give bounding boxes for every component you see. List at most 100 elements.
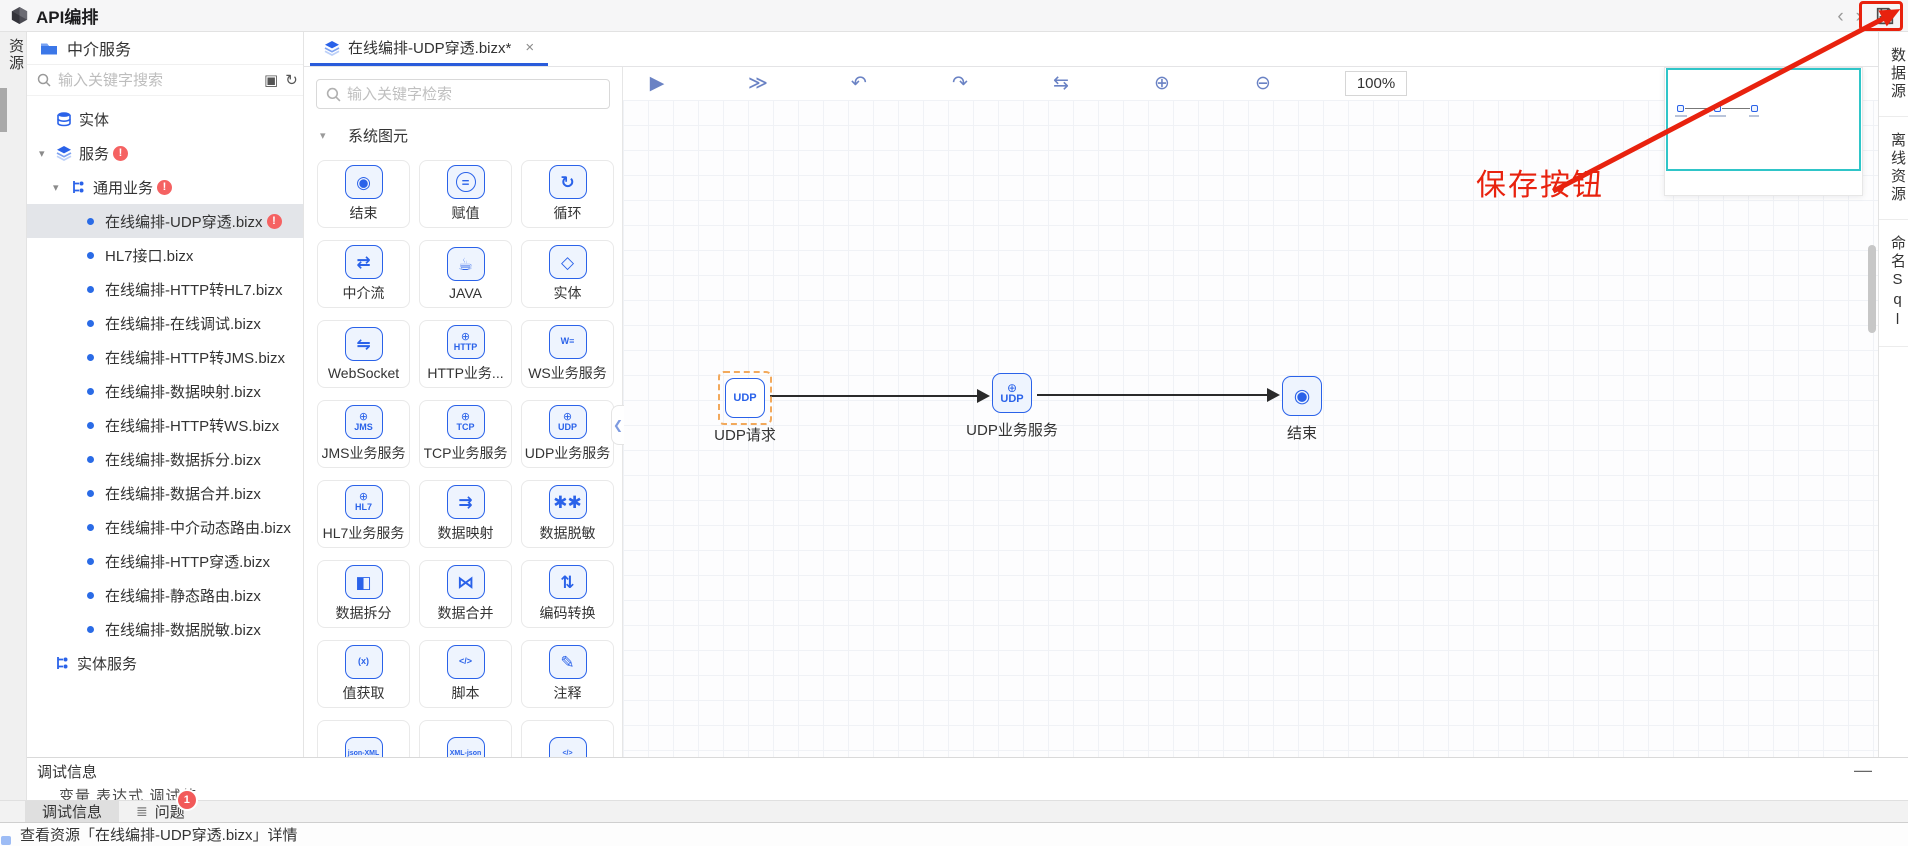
search-icon xyxy=(37,73,51,87)
end-icon[interactable]: ◉ xyxy=(1282,376,1322,416)
palette-item-end[interactable]: ◉结束 xyxy=(317,160,410,228)
udp-service-icon: ⊕UDP xyxy=(548,405,587,439)
icon-glyph: ◉ xyxy=(1293,385,1311,407)
tree-item[interactable]: 在线编排-在线调试.bizx xyxy=(27,306,303,340)
tree-item[interactable]: 在线编排-静态路由.bizx xyxy=(27,578,303,612)
redo-icon[interactable]: ↷ xyxy=(952,73,968,94)
palette-section-header[interactable]: ▾ 系统图元 xyxy=(320,125,622,146)
palette-item-ws-service[interactable]: W≡WS业务服务 xyxy=(521,320,614,388)
tree-item[interactable]: 在线编排-HTTP转WS.bizx xyxy=(27,408,303,442)
file-bullet-icon xyxy=(87,319,94,327)
icon-glyph: ◉ xyxy=(356,172,371,192)
refresh-icon[interactable]: ↻ xyxy=(285,71,298,89)
zoom-level[interactable]: 100% xyxy=(1345,71,1407,96)
tree-item[interactable]: 实体 xyxy=(27,102,303,136)
palette-item-websocket[interactable]: ⇋ WebSocket xyxy=(317,320,410,388)
bottom-tab-调试信息[interactable]: 调试信息 xyxy=(25,801,120,822)
tree-item[interactable]: ▾通用业务! xyxy=(27,170,303,204)
right-rail: 数据源离线资源命名Sql xyxy=(1878,32,1908,800)
palette-item-mediator-flow[interactable]: ⇄中介流 xyxy=(317,240,410,308)
debug-step-icon[interactable]: ≫ xyxy=(748,73,768,94)
palette-item-data-split[interactable]: ◧数据拆分 xyxy=(317,560,410,628)
minimap[interactable] xyxy=(1664,67,1863,196)
canvas-vertical-scrollbar[interactable] xyxy=(1868,245,1876,333)
palette-collapse-handle[interactable]: ❮ xyxy=(611,405,624,445)
palette-item-data-masking[interactable]: ✱✱数据脱敏 xyxy=(521,480,614,548)
zoom-in-icon[interactable]: ⊕ xyxy=(1154,73,1170,94)
palette-item-label: 实体 xyxy=(553,285,582,301)
palette-item-label: 脚本 xyxy=(451,685,480,701)
node-label: UDP请求 xyxy=(714,427,776,444)
palette-search-input[interactable] xyxy=(347,85,609,103)
import-icon[interactable]: ▣ xyxy=(264,71,279,89)
palette-item-value-get[interactable]: (x)值获取 xyxy=(317,640,410,708)
palette-item-script[interactable]: </>脚本 xyxy=(419,640,512,708)
palette-item-data-mapping[interactable]: ⇉数据映射 xyxy=(419,480,512,548)
branch-icon xyxy=(69,179,87,195)
tree-item[interactable]: ▾服务! xyxy=(27,136,303,170)
undo-icon[interactable]: ↶ xyxy=(851,73,867,94)
palette-item-entity[interactable]: ◇ 实体 xyxy=(521,240,614,308)
udp-request-icon[interactable]: UDP xyxy=(725,378,765,418)
debug-clipped-row: 变量 表达式 调试值 xyxy=(59,788,198,800)
tree-item[interactable]: 在线编排-HTTP转JMS.bizx xyxy=(27,340,303,374)
save-button[interactable] xyxy=(1874,5,1896,27)
count-badge: 1 xyxy=(177,791,196,809)
debug-run-icon[interactable]: ▶ xyxy=(649,73,665,94)
sync-icon[interactable]: ⇆ xyxy=(1053,73,1069,94)
palette-item-assign[interactable]: =赋值 xyxy=(419,160,512,228)
palette-item-label: 值获取 xyxy=(342,685,385,701)
palette-item-json-to-xml[interactable]: json-XML xyxy=(317,720,410,757)
websocket-icon: ⇋ xyxy=(344,327,383,361)
chevron-left-icon[interactable]: ‹ xyxy=(1837,5,1844,27)
rail-tab-resources[interactable]: 资源 xyxy=(7,38,24,72)
palette-item-data-merge[interactable]: ⋈数据合并 xyxy=(419,560,512,628)
palette-item-code[interactable]: </> xyxy=(521,720,614,757)
tree-item[interactable]: 在线编排-数据映射.bizx xyxy=(27,374,303,408)
rail-scroll-indicator xyxy=(0,88,7,132)
palette-item-comment[interactable]: ✎注释 xyxy=(521,640,614,708)
icon-text: json-XML xyxy=(347,750,380,757)
status-text: 查看资源「在线编排-UDP穿透.bizx」详情 xyxy=(20,827,298,844)
palette-item-loop[interactable]: ↻循环 xyxy=(521,160,614,228)
tree-item[interactable]: 在线编排-数据合并.bizx xyxy=(27,476,303,510)
editor-tab-active[interactable]: 在线编排-UDP穿透.bizx* × xyxy=(310,32,549,66)
chevron-right-icon[interactable]: › xyxy=(1855,5,1862,27)
tree-item[interactable]: 在线编排-中介动态路由.bizx xyxy=(27,510,303,544)
entity-icon: ◇ xyxy=(548,245,587,279)
caret-down-icon[interactable]: ▾ xyxy=(39,147,45,160)
minimize-icon[interactable]: — xyxy=(1854,760,1872,780)
explorer-title: 中介服务 xyxy=(67,42,132,59)
bottom-tab-label: 问题 xyxy=(154,804,185,821)
caret-down-icon[interactable]: ▾ xyxy=(53,181,59,194)
tree-item-label: 在线编排-数据脱敏.bizx xyxy=(105,621,261,639)
tree-item[interactable]: HL7接口.bizx xyxy=(27,238,303,272)
tree-item[interactable]: 实体服务 xyxy=(27,646,303,680)
udp-service-icon[interactable]: ⊕UDP xyxy=(992,373,1032,413)
tree-item-label: 实体服务 xyxy=(77,655,138,673)
rail-tab-命名Sql[interactable]: 命名Sql xyxy=(1879,220,1908,347)
zoom-out-icon[interactable]: ⊖ xyxy=(1255,73,1271,94)
rail-tab-离线资源[interactable]: 离线资源 xyxy=(1879,117,1908,220)
tree-item[interactable]: 在线编排-数据脱敏.bizx xyxy=(27,612,303,646)
tree-item[interactable]: 在线编排-UDP穿透.bizx! xyxy=(27,204,303,238)
palette-item-java[interactable]: ☕JAVA xyxy=(419,240,512,308)
tree-item[interactable]: 在线编排-HTTP穿透.bizx xyxy=(27,544,303,578)
explorer-search-input[interactable] xyxy=(58,71,257,89)
tree-item[interactable]: 在线编排-HTTP转HL7.bizx xyxy=(27,272,303,306)
palette-item-label: WebSocket xyxy=(327,365,400,381)
palette-item-xml-to-json[interactable]: XML-json xyxy=(419,720,512,757)
close-icon[interactable]: × xyxy=(525,39,535,56)
palette-item-encoding-convert[interactable]: ⇅编码转换 xyxy=(521,560,614,628)
tree-item[interactable]: 在线编排-数据拆分.bizx xyxy=(27,442,303,476)
left-rail: 资源 xyxy=(0,32,27,800)
rail-tab-数据源[interactable]: 数据源 xyxy=(1879,32,1908,117)
